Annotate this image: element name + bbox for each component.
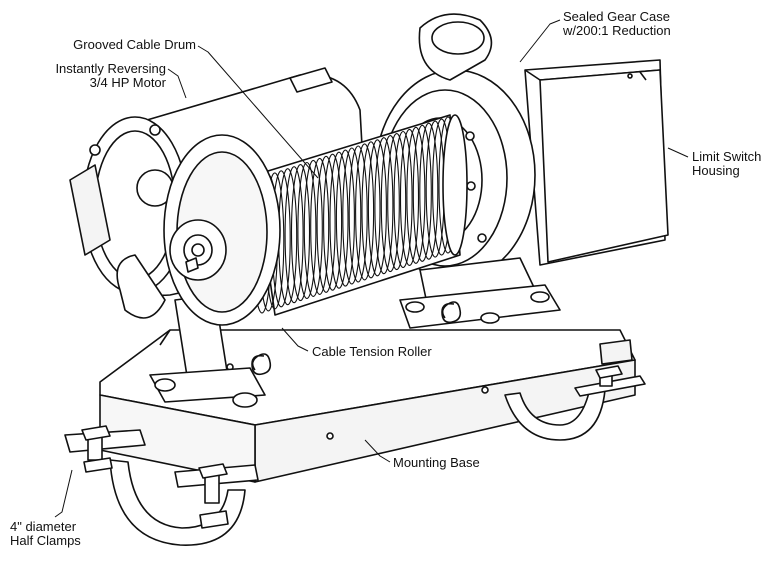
drum-groove	[380, 135, 400, 273]
limit-switch-housing	[539, 69, 669, 263]
drum-groove	[399, 128, 420, 266]
drum-groove	[284, 166, 304, 304]
half-clamp-rear	[504, 339, 646, 441]
drum-groove	[374, 137, 394, 275]
drum-groove	[316, 155, 336, 293]
label-motor: Instantly Reversing 3/4 HP Motor	[55, 61, 166, 90]
label-limit-switch-housing: Limit Switch Housing	[692, 149, 762, 178]
drum-groove	[348, 145, 368, 283]
label-gear-case: Sealed Gear Case w/200:1 Reduction	[563, 9, 671, 38]
drum-groove	[310, 157, 330, 295]
drum-groove	[406, 126, 426, 264]
drum-groove	[335, 149, 355, 287]
label-mounting-base: Mounting Base	[393, 455, 480, 470]
drum-groove	[355, 143, 375, 281]
drum-groove	[342, 147, 362, 285]
drum-groove	[412, 124, 432, 262]
tension-roller-assembly	[149, 134, 281, 408]
gear-case-foot	[399, 257, 561, 329]
drum-groove	[419, 122, 439, 260]
drum-groove	[361, 141, 381, 279]
drum-groove	[367, 139, 387, 277]
drum-groove	[290, 164, 311, 302]
drum-groove	[323, 153, 343, 291]
half-clamp-front	[64, 425, 259, 546]
drum-groove	[393, 130, 413, 269]
label-grooved-cable-drum: Grooved Cable Drum	[73, 37, 196, 52]
label-half-clamps: 4" diameter Half Clamps	[10, 519, 81, 548]
drum-groove	[303, 159, 323, 297]
leader-lines	[54, 19, 689, 518]
drum-groove	[297, 161, 317, 300]
label-cable-tension-roller: Cable Tension Roller	[312, 344, 432, 359]
drum-groove	[329, 151, 349, 289]
drum-groove	[387, 133, 407, 271]
